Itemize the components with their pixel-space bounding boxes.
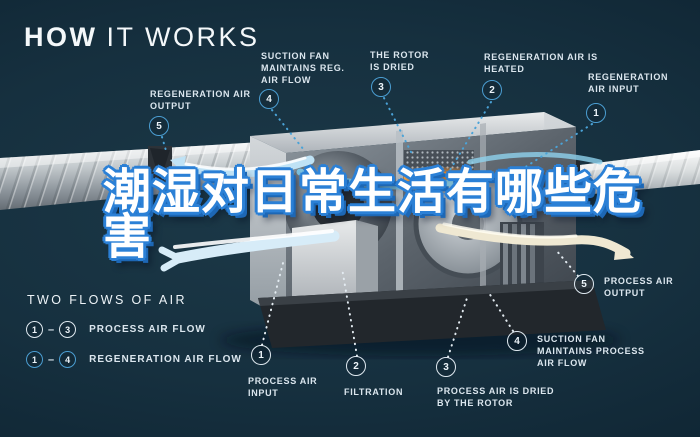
legend-marker: 1 <box>26 351 43 368</box>
leader-process-input <box>261 262 284 346</box>
label-regen-input: REGENERATION AIR INPUT <box>588 72 669 95</box>
step-number: 4 <box>514 335 520 347</box>
step-marker-process-1: 1 <box>251 345 271 365</box>
label-process-dried: PROCESS AIR IS DRIED BY THE ROTOR <box>437 386 555 409</box>
label-rotor-dried: THE ROTOR IS DRIED <box>370 50 430 73</box>
label-suction-fan-reg: SUCTION FAN MAINTAINS REG. AIR FLOW <box>261 51 345 86</box>
legend-row-regeneration: 1 – 4 REGENERATION AIR FLOW <box>26 351 242 368</box>
step-number: 5 <box>581 278 587 290</box>
process-air-output-arrow <box>435 223 631 258</box>
leader-process-dried <box>447 297 468 358</box>
step-marker-process-5: 5 <box>574 274 594 294</box>
step-marker-regen-2: 2 <box>482 80 502 100</box>
overlay-line-1: 潮湿对日常生活有哪些危 <box>103 164 643 220</box>
range-dash: – <box>48 353 55 366</box>
legend-number: 3 <box>65 324 71 335</box>
step-number: 1 <box>593 107 599 119</box>
leader-filtration <box>341 267 358 357</box>
step-number: 4 <box>266 93 272 105</box>
leader-suction-process <box>488 292 514 332</box>
airflow-arrows <box>158 152 634 272</box>
step-number: 3 <box>378 81 384 93</box>
label-process-input: PROCESS AIR INPUT <box>248 376 318 399</box>
label-process-output: PROCESS AIR OUTPUT <box>604 276 674 299</box>
page-title: HOW IT WORKS <box>24 22 260 53</box>
title-light: IT WORKS <box>106 22 260 52</box>
step-marker-regen-1: 1 <box>586 103 606 123</box>
legend-row-process: 1 – 3 PROCESS AIR FLOW <box>26 321 206 338</box>
leader-regen-heated <box>449 101 492 171</box>
legend-heading: TWO FLOWS OF AIR <box>27 293 187 307</box>
machine-left-panel <box>250 136 286 320</box>
step-marker-process-2: 2 <box>346 356 366 376</box>
step-number: 1 <box>258 349 264 361</box>
step-number: 5 <box>156 120 162 132</box>
legend-marker: 3 <box>59 321 77 338</box>
duct-left <box>0 142 262 210</box>
process-air-input-arrow <box>172 230 340 264</box>
legend-marker: 4 <box>59 351 77 368</box>
leader-suction-reg <box>271 109 305 151</box>
legend-number: 1 <box>31 324 37 335</box>
step-number: 2 <box>489 84 495 96</box>
legend-marker: 1 <box>26 321 43 338</box>
step-marker-regen-4: 4 <box>259 89 279 109</box>
heater-element <box>404 172 476 181</box>
chinese-overlay-text: 潮湿对日常生活有哪些危 害 <box>103 164 700 265</box>
leader-rotor-dried <box>383 97 413 155</box>
step-marker-regen-5: 5 <box>149 116 169 136</box>
label-suction-fan-process: SUCTION FAN MAINTAINS PROCESS AIR FLOW <box>537 334 645 369</box>
regeneration-air-input-arrow <box>467 152 603 165</box>
step-number: 3 <box>443 361 449 373</box>
step-number: 2 <box>353 360 359 372</box>
step-marker-process-3: 3 <box>436 357 456 377</box>
leader-regen-output <box>161 136 168 155</box>
machine-top-panel <box>250 112 576 153</box>
overlay-line-2: 害 <box>103 209 153 265</box>
range-dash: – <box>48 323 55 336</box>
label-filtration: FILTRATION <box>344 387 404 397</box>
leader-process-output <box>555 249 579 277</box>
step-marker-regen-3: 3 <box>371 77 391 97</box>
legend-label: REGENERATION AIR FLOW <box>89 354 242 365</box>
regeneration-air-output-arrow <box>175 155 315 178</box>
legend-number: 4 <box>65 354 71 365</box>
title-bold: HOW <box>24 22 98 52</box>
internal-airflow-arrow <box>296 168 472 190</box>
label-regeneration-air-output: REGENERATION AIR OUTPUT <box>150 89 251 112</box>
label-regen-heated: REGENERATION AIR IS HEATED <box>484 52 598 75</box>
legend-label: PROCESS AIR FLOW <box>89 324 206 335</box>
step-marker-process-4: 4 <box>507 331 527 351</box>
leader-regen-input <box>509 123 593 178</box>
legend-number: 1 <box>31 354 37 365</box>
